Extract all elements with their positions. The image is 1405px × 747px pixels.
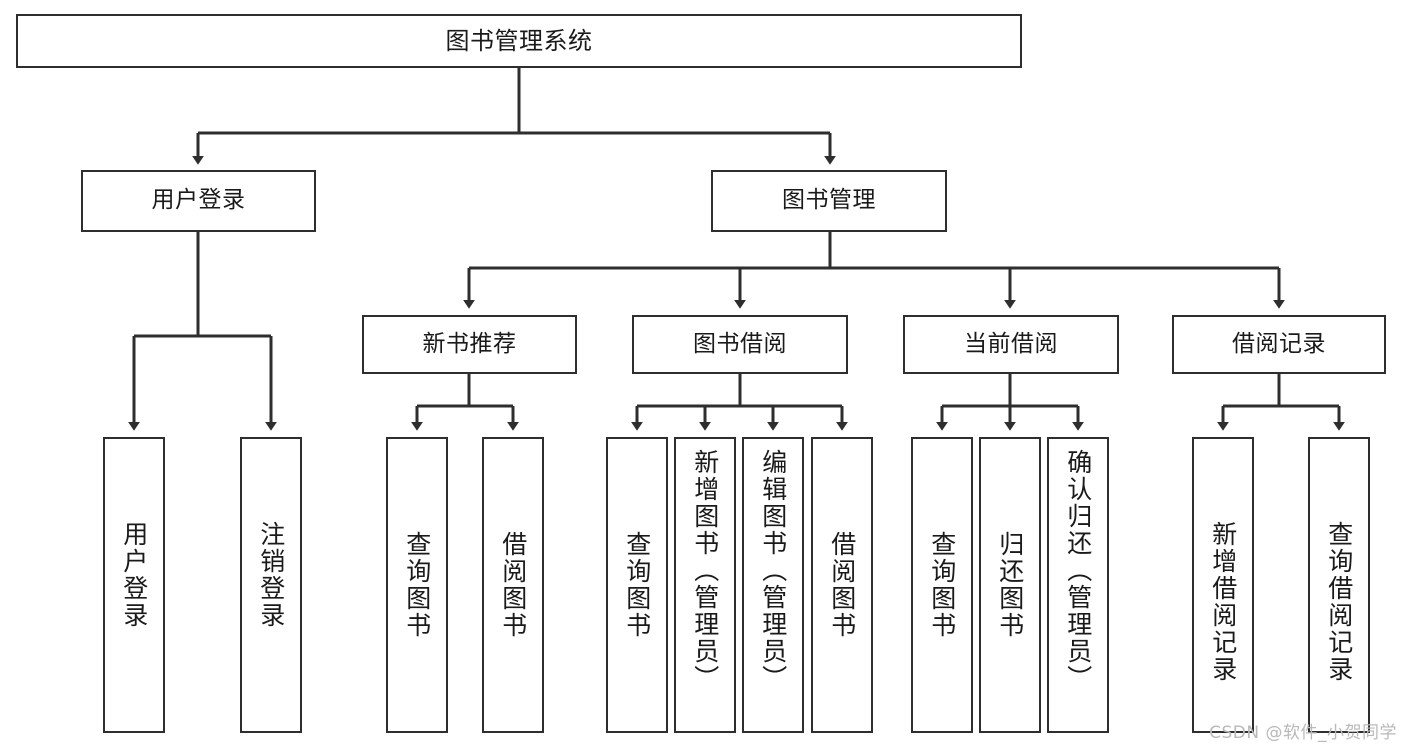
node-label: 借阅图书 (827, 531, 857, 639)
node-label: 编辑图书（管理员） (758, 449, 788, 692)
node-label: 当前借阅 (964, 330, 1058, 357)
node-leaf-borrow-book-2[interactable]: 借阅图书 (811, 437, 873, 733)
node-label: 归还图书 (995, 531, 1025, 639)
node-label: 查询图书 (622, 531, 652, 639)
node-leaf-return-book[interactable]: 归还图书 (979, 437, 1041, 733)
node-label: 查询图书 (927, 531, 957, 639)
node-leaf-edit-book[interactable]: 编辑图书（管理员） (742, 437, 804, 733)
node-label: 查询借阅记录 (1324, 521, 1354, 683)
node-label: 新增借阅记录 (1208, 521, 1238, 683)
node-label: 注销登录 (256, 521, 286, 629)
node-user-login[interactable]: 用户登录 (81, 170, 316, 232)
node-label: 用户登录 (151, 187, 246, 214)
node-label: 图书借阅 (693, 330, 787, 357)
watermark-text: CSDN @软件_小贺同学 (1209, 723, 1397, 743)
node-leaf-query-book-2[interactable]: 查询图书 (606, 437, 668, 733)
node-label: 图书管理系统 (445, 26, 593, 55)
node-leaf-query-book-3[interactable]: 查询图书 (911, 437, 973, 733)
node-leaf-query-record[interactable]: 查询借阅记录 (1308, 437, 1370, 733)
node-book-borrow[interactable]: 图书借阅 (632, 315, 848, 374)
node-new-book-recommend[interactable]: 新书推荐 (362, 315, 577, 374)
node-label: 图书管理 (782, 187, 876, 214)
node-label: 查询图书 (402, 531, 432, 639)
node-label: 借阅图书 (498, 531, 528, 639)
node-leaf-add-record[interactable]: 新增借阅记录 (1192, 437, 1254, 733)
node-current-borrow[interactable]: 当前借阅 (903, 315, 1119, 374)
node-borrow-record[interactable]: 借阅记录 (1172, 315, 1386, 374)
node-label: 新书推荐 (422, 330, 517, 357)
node-leaf-borrow-book-1[interactable]: 借阅图书 (482, 437, 544, 733)
node-root-system[interactable]: 图书管理系统 (16, 14, 1022, 68)
node-label: 确认归还（管理员） (1063, 449, 1093, 692)
node-leaf-user-login[interactable]: 用户登录 (103, 437, 165, 733)
node-label: 借阅记录 (1232, 330, 1326, 357)
node-book-management[interactable]: 图书管理 (711, 170, 947, 232)
node-leaf-add-book[interactable]: 新增图书（管理员） (674, 437, 736, 733)
node-leaf-confirm-return[interactable]: 确认归还（管理员） (1047, 437, 1109, 733)
node-leaf-query-book-1[interactable]: 查询图书 (386, 437, 448, 733)
node-label: 用户登录 (119, 521, 149, 629)
node-leaf-logout-login[interactable]: 注销登录 (240, 437, 302, 733)
node-label: 新增图书（管理员） (690, 449, 720, 692)
